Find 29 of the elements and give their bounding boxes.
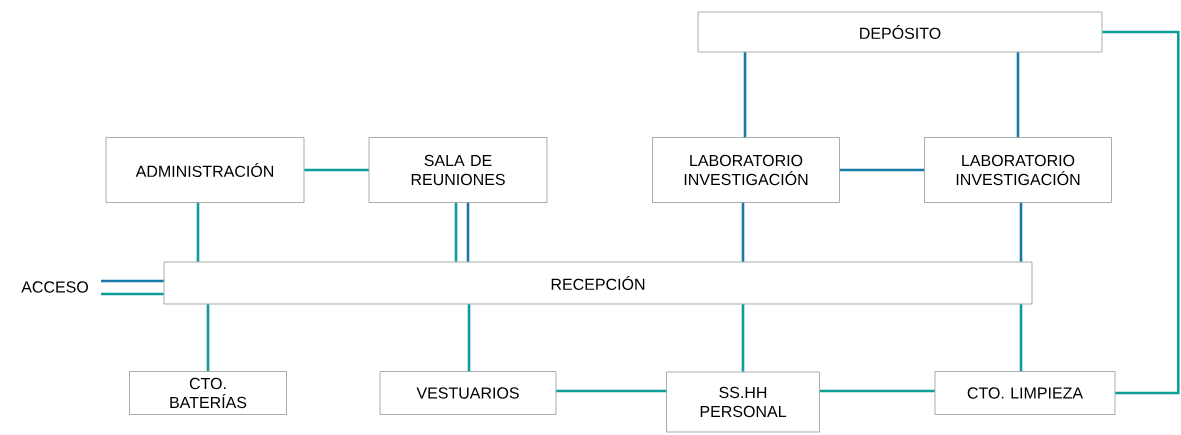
- connector-line: [196, 202, 200, 262]
- connector-line: [819, 389, 935, 393]
- room-box: ADMINISTRACIÓN: [105, 137, 305, 203]
- room-box: DEPÓSITO: [697, 11, 1103, 53]
- connector-line: [467, 304, 471, 372]
- connector-line: [454, 202, 458, 262]
- connector-line: [304, 168, 369, 172]
- connector-line: [839, 168, 925, 172]
- entrance-label: ACCESO: [21, 281, 89, 293]
- connector-line: [206, 304, 210, 372]
- connector-line: [1102, 30, 1180, 395]
- room-box: RECEPCIÓN: [163, 261, 1033, 305]
- connector-line: [741, 202, 745, 262]
- room-box: SALA DE REUNIONES: [368, 137, 548, 203]
- room-box: VESTUARIOS: [379, 371, 557, 415]
- room-box: CTO. BATERÍAS: [129, 371, 287, 415]
- connector-line: [1016, 52, 1020, 138]
- connector-line: [101, 279, 164, 283]
- room-box: LABORATORIO INVESTIGACIÓN: [924, 137, 1112, 203]
- connector-line: [741, 304, 745, 372]
- connector-line: [466, 202, 470, 262]
- room-box: CTO. LIMPIEZA: [934, 371, 1116, 415]
- connector-line: [743, 52, 747, 138]
- room-box: LABORATORIO INVESTIGACIÓN: [652, 137, 840, 203]
- connector-line: [556, 389, 667, 393]
- room-box: SS.HH PERSONAL: [666, 371, 820, 433]
- connector-line: [1019, 202, 1023, 262]
- connector-line: [1019, 304, 1023, 372]
- connector-line: [101, 292, 164, 296]
